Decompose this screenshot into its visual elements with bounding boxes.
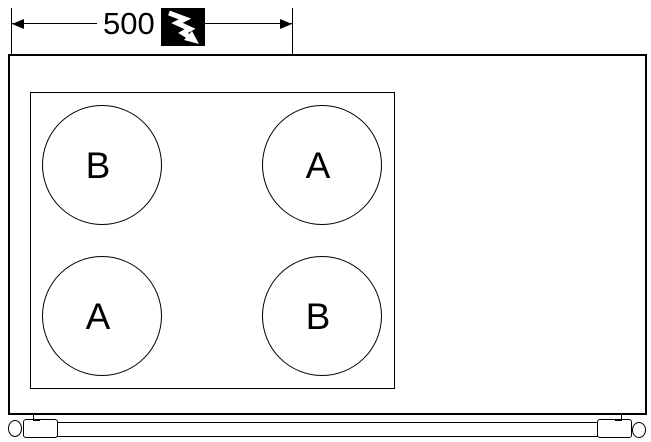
handle-rail-bracket-left — [23, 419, 58, 438]
dimension-arrowhead-right — [280, 19, 292, 29]
burner-label: A — [305, 144, 331, 186]
handle-rail-endcap-right — [632, 422, 646, 438]
burner-label: B — [85, 144, 111, 186]
burner-top-left: B — [42, 105, 162, 225]
rail-mount-tick-right — [615, 414, 622, 421]
handle-rail-endcap-left — [8, 420, 22, 437]
burner-bottom-left: A — [42, 256, 162, 376]
dimension-arrowhead-left — [12, 19, 24, 29]
dimension-extension-line-right — [291, 8, 293, 54]
electric-bolt-icon — [161, 8, 205, 46]
burner-top-right: A — [262, 105, 382, 225]
dimension-extension-line-left — [11, 8, 12, 54]
dimension-label: 500 — [97, 7, 161, 41]
burner-label: A — [85, 295, 111, 337]
handle-rail-tube — [55, 422, 601, 437]
burner-label: B — [305, 295, 331, 337]
burner-bottom-right: B — [262, 256, 382, 376]
handle-rail-bracket-right — [597, 419, 632, 438]
rail-mount-tick-left — [33, 414, 40, 421]
